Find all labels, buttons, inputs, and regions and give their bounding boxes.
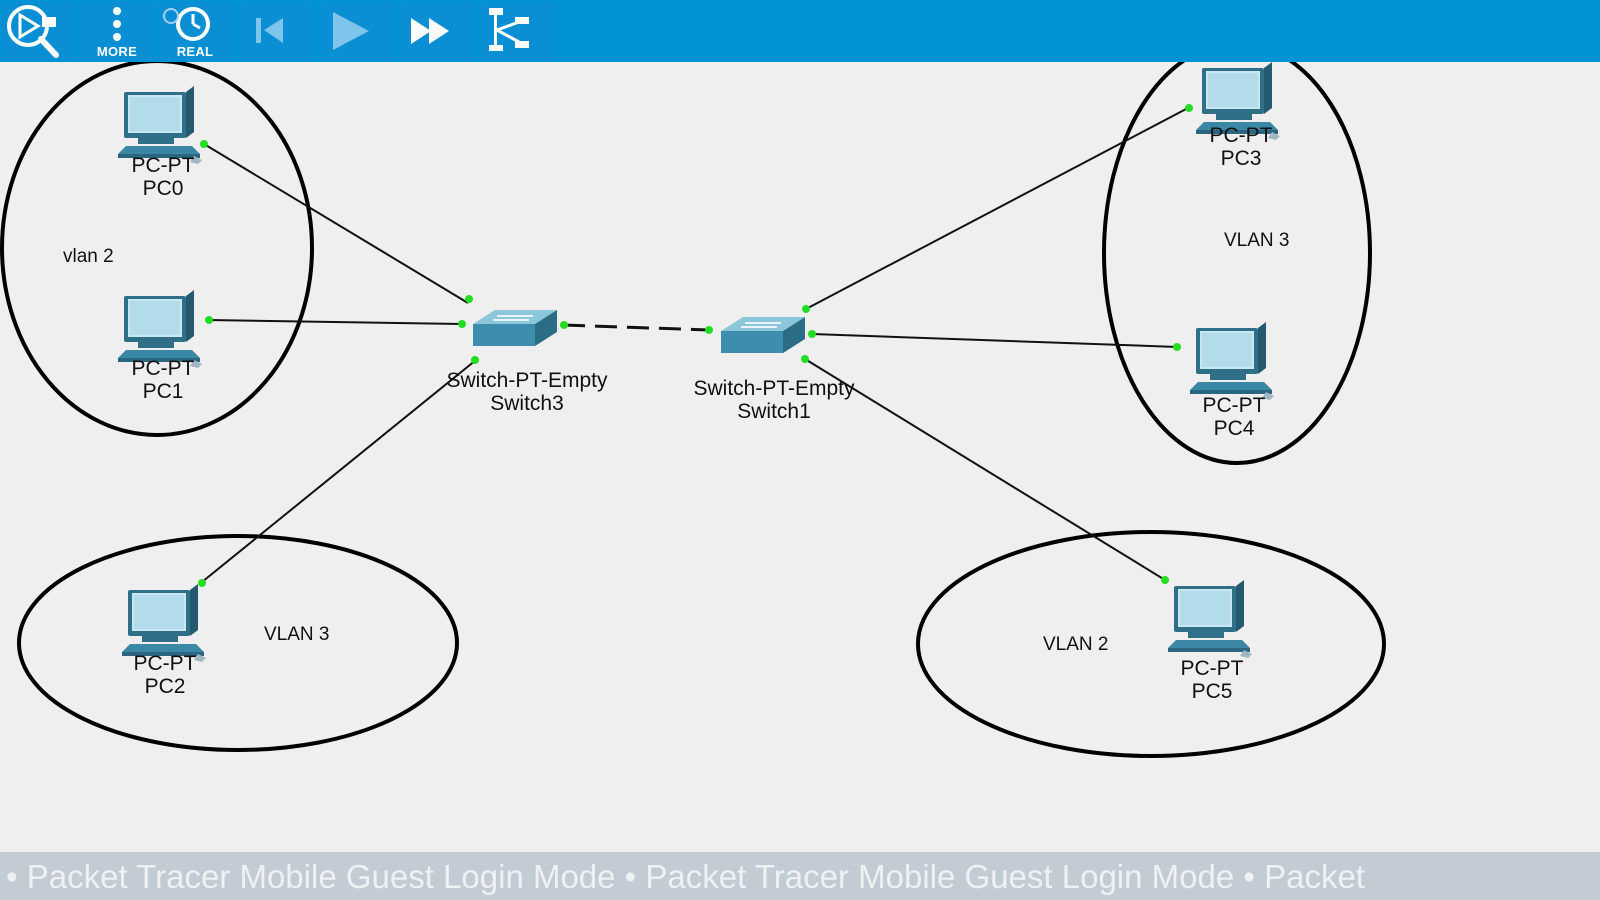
step-back-button[interactable] [241, 2, 311, 60]
device-pc2[interactable] [122, 584, 208, 658]
topology-button[interactable] [481, 2, 555, 60]
zone-label-bottom-right: VLAN 2 [1043, 634, 1109, 655]
port-light [808, 330, 816, 338]
pc1-label: PC-PT PC1 [132, 357, 195, 403]
port-light [205, 316, 213, 324]
device-model: PC-PT [131, 357, 195, 380]
port-light [705, 326, 713, 334]
cable-pc1-switch3 [207, 319, 463, 325]
cable-switch1-pc5 [804, 358, 1166, 581]
cable-switch1-pc3 [805, 107, 1189, 310]
cable-pc2-switch3 [201, 359, 477, 583]
zone-label-bottom-left: VLAN 3 [264, 624, 330, 645]
device-switch1[interactable] [719, 315, 807, 355]
realtime-label: REAL [176, 44, 214, 59]
port-light [471, 356, 479, 364]
port-light [560, 321, 568, 329]
zone-label-top-left: vlan 2 [63, 246, 114, 267]
fast-forward-icon [411, 18, 449, 44]
device-name: PC5 [1191, 680, 1233, 703]
device-switch3[interactable] [471, 308, 559, 348]
pc3-label: PC-PT PC3 [1210, 124, 1273, 170]
device-name: Switch3 [490, 392, 564, 415]
simulation-search-button[interactable] [2, 2, 76, 60]
device-pc5[interactable] [1168, 580, 1254, 654]
device-name: PC0 [142, 177, 184, 200]
cable-switch3-switch1 [562, 323, 710, 332]
realtime-button[interactable]: REAL [158, 2, 232, 60]
realtime-clock-icon [163, 7, 210, 41]
more-label: MORE [96, 44, 138, 59]
port-light [1173, 343, 1181, 351]
device-pc0[interactable] [118, 86, 204, 160]
device-pc1[interactable] [118, 290, 204, 364]
more-dots-icon [113, 7, 121, 41]
guest-mode-banner: • Packet Tracer Mobile Guest Login Mode … [0, 852, 1600, 900]
port-light [801, 355, 809, 363]
device-model: PC-PT [1202, 394, 1266, 417]
device-model: PC-PT [133, 652, 197, 675]
port-light [200, 140, 208, 148]
more-button[interactable]: MORE [80, 2, 154, 60]
pc5-label: PC-PT PC5 [1181, 657, 1244, 703]
fast-forward-button[interactable] [401, 2, 475, 60]
device-name: PC4 [1213, 417, 1255, 440]
device-name: Switch1 [737, 400, 811, 423]
switch1-label: Switch-PT-Empty Switch1 [693, 377, 854, 423]
play-icon [333, 12, 369, 50]
play-button[interactable] [321, 2, 395, 60]
vlan-zone-ellipse-bottom-left [17, 534, 459, 752]
step-back-icon [256, 18, 283, 43]
device-model: Switch-PT-Empty [693, 377, 855, 400]
port-light [465, 295, 473, 303]
port-light [458, 320, 466, 328]
guest-mode-banner-text: • Packet Tracer Mobile Guest Login Mode … [6, 858, 1365, 895]
device-name: PC3 [1220, 147, 1262, 170]
cable-switch1-pc4 [811, 333, 1179, 348]
pc2-label: PC-PT PC2 [134, 652, 197, 698]
device-name: PC2 [144, 675, 186, 698]
port-light [1185, 104, 1193, 112]
pc4-label: PC-PT PC4 [1203, 394, 1266, 440]
pc0-label: PC-PT PC0 [132, 154, 195, 200]
zone-label-top-right: VLAN 3 [1224, 230, 1290, 251]
port-light [1161, 576, 1169, 584]
port-light [802, 305, 810, 313]
logical-workspace[interactable]: PC-PT PC0 PC-PT PC1 PC-PT PC2 PC-PT PC3 … [0, 62, 1600, 852]
device-name: PC1 [142, 380, 184, 403]
cable-pc0-switch3 [203, 143, 469, 304]
device-model: PC-PT [131, 154, 195, 177]
vlan-zone-ellipse-bottom-right [916, 530, 1386, 758]
magnifier-play-icon [7, 5, 59, 58]
device-model: Switch-PT-Empty [446, 369, 608, 392]
port-light [198, 579, 206, 587]
device-model: PC-PT [1180, 657, 1244, 680]
topology-tree-icon [489, 8, 529, 51]
switch3-label: Switch-PT-Empty Switch3 [446, 369, 607, 415]
topology-diagram [0, 62, 1386, 758]
vlan-zone-ellipse-top-right [1102, 62, 1372, 465]
device-model: PC-PT [1209, 124, 1273, 147]
simulation-toolbar: MORE REAL [0, 0, 1600, 62]
vlan-zone-ellipse-top-left [0, 62, 314, 437]
device-pc4[interactable] [1190, 322, 1276, 396]
